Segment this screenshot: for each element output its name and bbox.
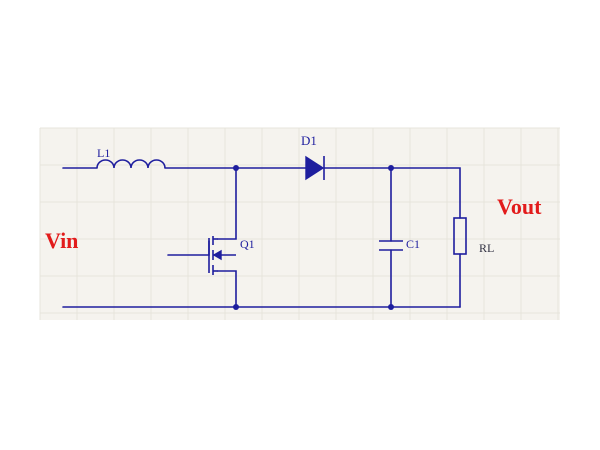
mosfet-label: Q1 xyxy=(240,237,255,251)
mosfet-symbol xyxy=(208,236,236,275)
diode-label: D1 xyxy=(301,133,317,148)
capacitor-symbol xyxy=(379,240,403,251)
mosfet-drain-wire xyxy=(217,167,237,240)
mosfet-source-wire xyxy=(217,270,237,308)
grid-background xyxy=(39,127,560,320)
capacitor-label: C1 xyxy=(406,237,420,251)
diode-symbol xyxy=(305,155,325,181)
diode-to-output-wire xyxy=(323,167,461,219)
input-voltage-label: Vin xyxy=(45,228,78,253)
resistor-label: RL xyxy=(479,241,494,255)
junction-dot xyxy=(388,304,394,310)
junction-dot xyxy=(233,304,239,310)
output-voltage-label: Vout xyxy=(497,194,542,219)
junction-dot xyxy=(233,165,239,171)
junction-dots xyxy=(233,165,394,310)
junction-dot xyxy=(388,165,394,171)
inductor-label: L1 xyxy=(97,146,110,160)
inductor-symbol xyxy=(96,159,166,169)
resistor-symbol xyxy=(453,217,467,255)
